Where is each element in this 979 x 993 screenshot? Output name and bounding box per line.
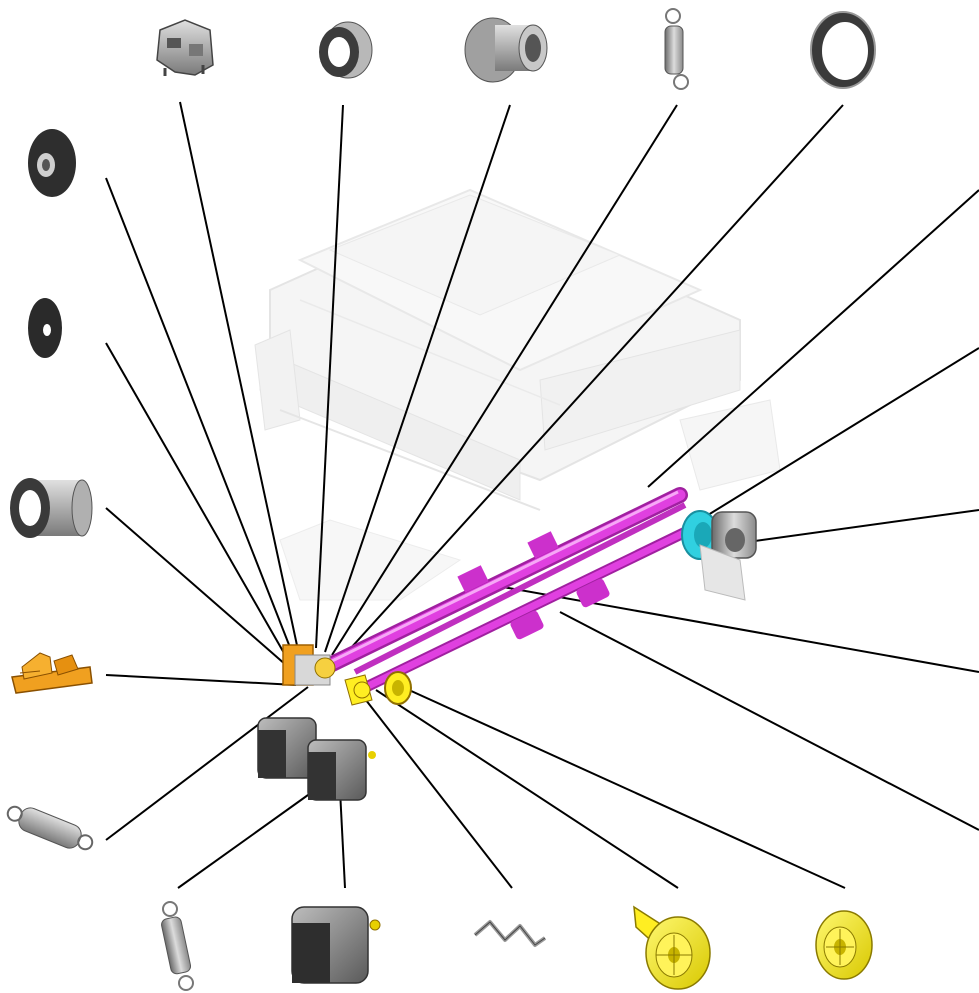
main-assembly: [257, 487, 757, 801]
part-spring-bottom: [161, 901, 194, 991]
part-washer-large: [28, 129, 76, 197]
part-flanged-bushing: [464, 17, 548, 83]
part-spring-left: [6, 805, 94, 851]
part-washer-thin: [28, 298, 62, 358]
part-motor: [291, 906, 381, 984]
part-bearing-bracket: [156, 19, 214, 76]
assembly-motors: [257, 717, 376, 801]
upper-shaft: [322, 487, 688, 675]
part-flat-ring: [810, 11, 876, 89]
part-bushing-small: [319, 21, 373, 79]
part-wire-clip: [473, 920, 547, 947]
drive-coupling: [681, 510, 757, 601]
left-end-cluster: [282, 644, 412, 706]
part-bushing-long: [10, 478, 93, 538]
part-gear-small: [815, 910, 873, 980]
part-gear-cam: [633, 905, 711, 990]
part-sensor-bracket: [11, 652, 93, 694]
part-spring-top: [664, 8, 689, 90]
lower-shaft: [354, 519, 706, 696]
background-frame: [254, 188, 781, 601]
leader-lines: [105, 101, 979, 889]
